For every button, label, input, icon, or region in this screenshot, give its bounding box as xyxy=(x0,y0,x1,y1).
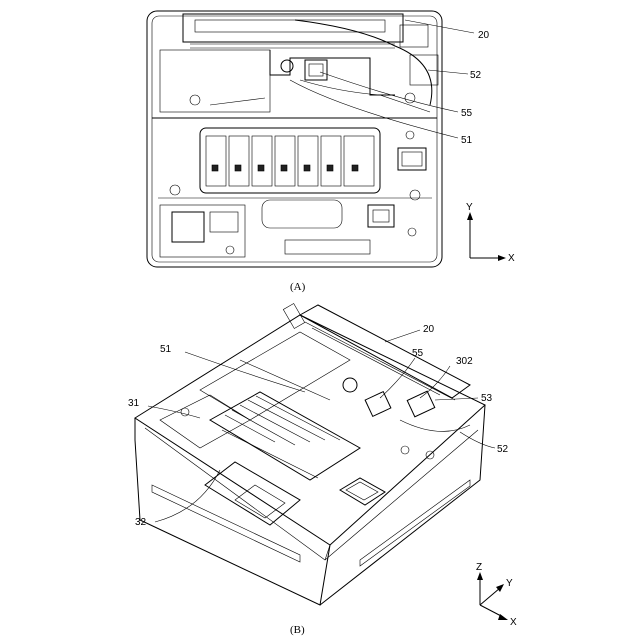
label-51-a: 51 xyxy=(461,135,473,146)
cartridge-bay-a xyxy=(200,128,380,193)
display-window-b xyxy=(235,485,285,518)
housing-rim-b xyxy=(145,428,478,560)
axis-z-label-b: Z xyxy=(476,562,482,573)
leader-52-b xyxy=(460,432,495,448)
axis-y-b xyxy=(480,588,500,605)
label-52-b: 52 xyxy=(497,444,509,455)
leader-20-b xyxy=(385,330,420,342)
leader-32-b xyxy=(155,470,220,522)
cartridge-slot-line xyxy=(225,415,275,442)
label-52-a: 52 xyxy=(470,70,482,81)
screw-a4 xyxy=(410,190,420,200)
housing-top-b xyxy=(135,315,485,545)
cartridge-slot-3 xyxy=(252,136,272,186)
arrow-y-a xyxy=(467,212,473,220)
cartridge-slot-8 xyxy=(212,165,218,171)
label-31-b: 31 xyxy=(128,398,140,409)
cartridge-slots-b xyxy=(222,396,340,478)
leader-52-a xyxy=(428,70,468,74)
top-unit-20-b xyxy=(300,305,470,398)
view-b-perspective: 20 51 55 302 53 31 52 32 Z Y X (B) xyxy=(128,303,517,636)
screw-b3 xyxy=(401,446,409,454)
cartridge-slot-line-4 xyxy=(248,400,325,440)
boss-b xyxy=(343,378,357,392)
small-boss-a xyxy=(406,131,414,139)
screw-a1 xyxy=(190,95,200,105)
inner-frame-b xyxy=(200,332,350,420)
axis-y-label-a: Y xyxy=(466,202,473,213)
leader-20-a xyxy=(405,20,474,33)
caption-b: (B) xyxy=(290,624,305,636)
cartridge-slot-7 xyxy=(344,136,374,186)
part-53-b xyxy=(407,391,435,417)
view-a-top-view: 20 52 55 51 Y X (A) xyxy=(147,11,515,293)
label-51-b: 51 xyxy=(160,344,172,355)
cartridge-slot-line-3 xyxy=(240,405,310,442)
screw-a6 xyxy=(408,228,416,236)
cartridge-slot-line-6 xyxy=(222,430,318,478)
cartridge-slot-10 xyxy=(258,165,264,171)
cable-a xyxy=(210,98,265,105)
label-32-b: 32 xyxy=(135,517,147,528)
axis-y-label-b: Y xyxy=(506,578,513,589)
cartridge-slots-a xyxy=(206,136,374,186)
cartridge-slot-2 xyxy=(229,136,249,186)
arrow-z-b xyxy=(477,572,483,580)
paper-exit-a xyxy=(285,240,370,254)
label-55-a: 55 xyxy=(461,108,473,119)
axis-x-b xyxy=(480,605,503,617)
panel-slot-a xyxy=(210,212,238,232)
cartridge-slot-6 xyxy=(321,136,341,186)
axis-x-label-b: X xyxy=(510,617,517,628)
leader-31-b xyxy=(148,406,200,418)
leader-51-a xyxy=(290,80,458,138)
cartridge-slot-13 xyxy=(327,165,333,171)
arrow-x-a xyxy=(498,255,506,261)
cartridge-slot-4 xyxy=(275,136,295,186)
axes-b: Z Y X xyxy=(476,562,517,628)
cartridge-bay-b xyxy=(210,392,360,480)
boss-a xyxy=(281,60,293,72)
feed-opening-a xyxy=(262,200,342,228)
axes-a: Y X xyxy=(466,202,515,264)
part-55-a xyxy=(305,60,327,80)
leader-51-b xyxy=(185,352,305,392)
part-55-b xyxy=(365,392,391,417)
screw-a5 xyxy=(226,246,234,254)
top-unit-edge2-b xyxy=(312,328,440,395)
right-module-a xyxy=(400,25,428,47)
square-pad-b-a xyxy=(368,205,394,227)
housing-front-left-b xyxy=(135,418,330,605)
label-20-a: 20 xyxy=(478,30,490,41)
screw-a3 xyxy=(170,185,180,195)
cartridge-slot-12 xyxy=(304,165,310,171)
cartridge-slot-5 xyxy=(298,136,318,186)
top-unit-slot-a xyxy=(195,20,385,32)
label-20-b: 20 xyxy=(423,324,435,335)
caption-a: (A) xyxy=(290,281,306,293)
housing-front-right-b xyxy=(320,405,485,605)
part-52-curve-b xyxy=(400,420,470,431)
square-pad-inner-b xyxy=(346,482,378,500)
right-module-52-a xyxy=(410,55,438,85)
cartridge-slot xyxy=(206,136,226,186)
label-302-b: 302 xyxy=(456,356,473,367)
cartridge-slot-11 xyxy=(281,165,287,171)
top-unit-20-a xyxy=(183,14,403,42)
panel-chip-a xyxy=(172,212,204,242)
upper-frame-left-a xyxy=(160,50,270,112)
front-slot-b xyxy=(152,485,300,562)
label-53-b: 53 xyxy=(481,393,493,404)
cartridge-slot-14 xyxy=(352,165,358,171)
label-55-b: 55 xyxy=(412,348,424,359)
axis-x-label-a: X xyxy=(508,253,515,264)
cartridge-slot-9 xyxy=(235,165,241,171)
cartridge-slot-line-5 xyxy=(256,396,340,440)
